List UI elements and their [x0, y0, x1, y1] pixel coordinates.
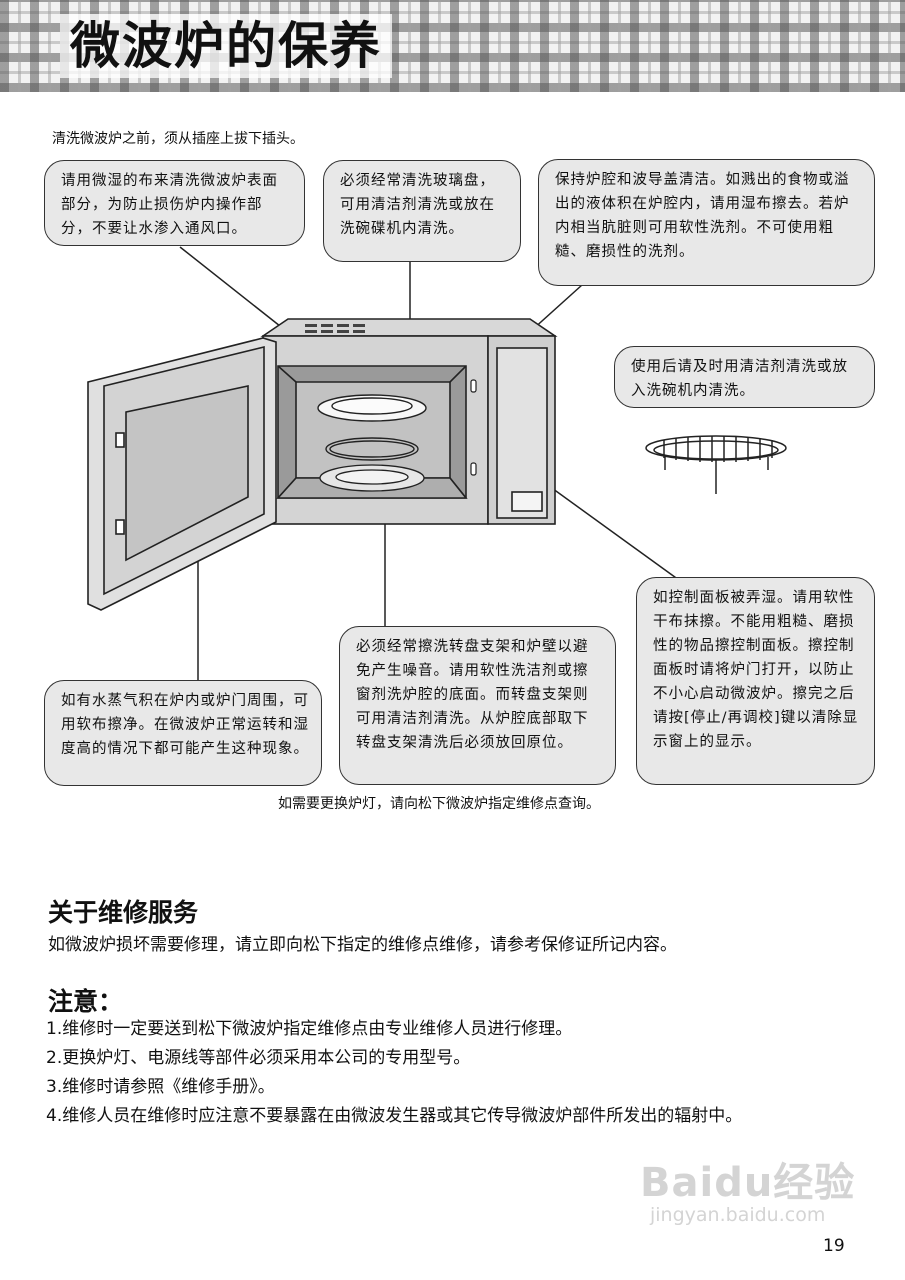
latch-holes: [470, 379, 477, 476]
oven-rack: [645, 435, 787, 494]
service-text: 如微波炉损坏需要修理，请立即向松下指定的维修点维修，请参考保修证所记内容。: [48, 935, 677, 955]
callout-roller-ring: 必须经常擦洗转盘支架和炉壁以避免产生噪音。请用软性洗洁剂或擦窗剂洗炉腔的底面。而…: [339, 626, 616, 785]
cavity-floor: [319, 464, 425, 492]
baidu-watermark: Baidu经验 jingyan.baidu.com: [640, 1150, 855, 1226]
callout-roller-ring-text: 必须经常擦洗转盘支架和炉壁以避免产生噪音。请用软性洗洁剂或擦窗剂洗炉腔的底面。而…: [356, 639, 589, 751]
callout-steam-text: 如有水蒸气积在炉内或炉门周围，可用软布擦净。在微波炉正常运转和湿度高的情况下都可…: [61, 693, 309, 757]
note-item: 1.维修时一定要送到松下微波炉指定维修点由专业维修人员进行修理。: [46, 1019, 573, 1039]
page-title: 微波炉的保养: [60, 14, 392, 78]
callout-glass-tray-text: 必须经常清洗玻璃盘，可用清洁剂清洗或放在洗碗碟机内清洗。: [340, 173, 495, 237]
callout-steam: 如有水蒸气积在炉内或炉门周围，可用软布擦净。在微波炉正常运转和湿度高的情况下都可…: [44, 680, 322, 786]
note-item: 2.更换炉灯、电源线等部件必须采用本公司的专用型号。: [46, 1048, 471, 1068]
vent-slots: [305, 324, 365, 333]
watermark-url: jingyan.baidu.com: [650, 1204, 826, 1226]
microwave-door: [87, 337, 277, 611]
microwave-body: [260, 318, 558, 525]
watermark-logo: Baidu经验: [640, 1160, 856, 1206]
callout-rack-text: 使用后请及时用清洁剂清洗或放入洗碗机内清洗。: [631, 359, 848, 399]
callout-rack: 使用后请及时用清洁剂清洗或放入洗碗机内清洗。: [614, 346, 875, 408]
lamp-note: 如需要更换炉灯，请向松下微波炉指定维修点查询。: [278, 796, 600, 812]
notes-list: 1.维修时一定要送到松下微波炉指定维修点由专业维修人员进行修理。 2.更换炉灯、…: [46, 1015, 742, 1131]
callout-surface: 请用微湿的布来清洗微波炉表面部分，为防止损伤炉内操作部分，不要让水渗入通风口。: [44, 160, 305, 246]
microwave-diagram: [87, 246, 787, 680]
callout-cavity: 保持炉腔和波导盖清洁。如溅出的食物或溢出的液体积在炉腔内，请用湿布擦去。若炉内相…: [538, 159, 875, 286]
callout-control-panel: 如控制面板被弄湿。请用软性干布抹擦。不能用粗糙、磨损性的物品擦控制面板。擦控制面…: [636, 577, 875, 785]
callout-glass-tray: 必须经常清洗玻璃盘，可用清洁剂清洗或放在洗碗碟机内清洗。: [323, 160, 521, 262]
note-item: 3.维修时请参照《维修手册》。: [46, 1077, 275, 1097]
callout-surface-text: 请用微湿的布来清洗微波炉表面部分，为防止损伤炉内操作部分，不要让水渗入通风口。: [61, 173, 278, 237]
callout-control-panel-text: 如控制面板被弄湿。请用软性干布抹擦。不能用粗糙、磨损性的物品擦控制面板。擦控制面…: [653, 590, 859, 750]
notes-title: 注意：: [48, 987, 124, 1016]
service-title: 关于维修服务: [48, 898, 199, 927]
intro-text: 清洗微波炉之前，须从插座上拔下插头。: [52, 131, 304, 147]
note-item: 4.维修人员在维修时应注意不要暴露在由微波发生器或其它传导微波炉部件所发出的辐射…: [46, 1106, 743, 1126]
roller-ring: [325, 437, 419, 461]
page-number: 19: [823, 1236, 845, 1256]
glass-tray: [317, 394, 427, 422]
callout-cavity-text: 保持炉腔和波导盖清洁。如溅出的食物或溢出的液体积在炉腔内，请用湿布擦去。若炉内相…: [555, 172, 850, 260]
